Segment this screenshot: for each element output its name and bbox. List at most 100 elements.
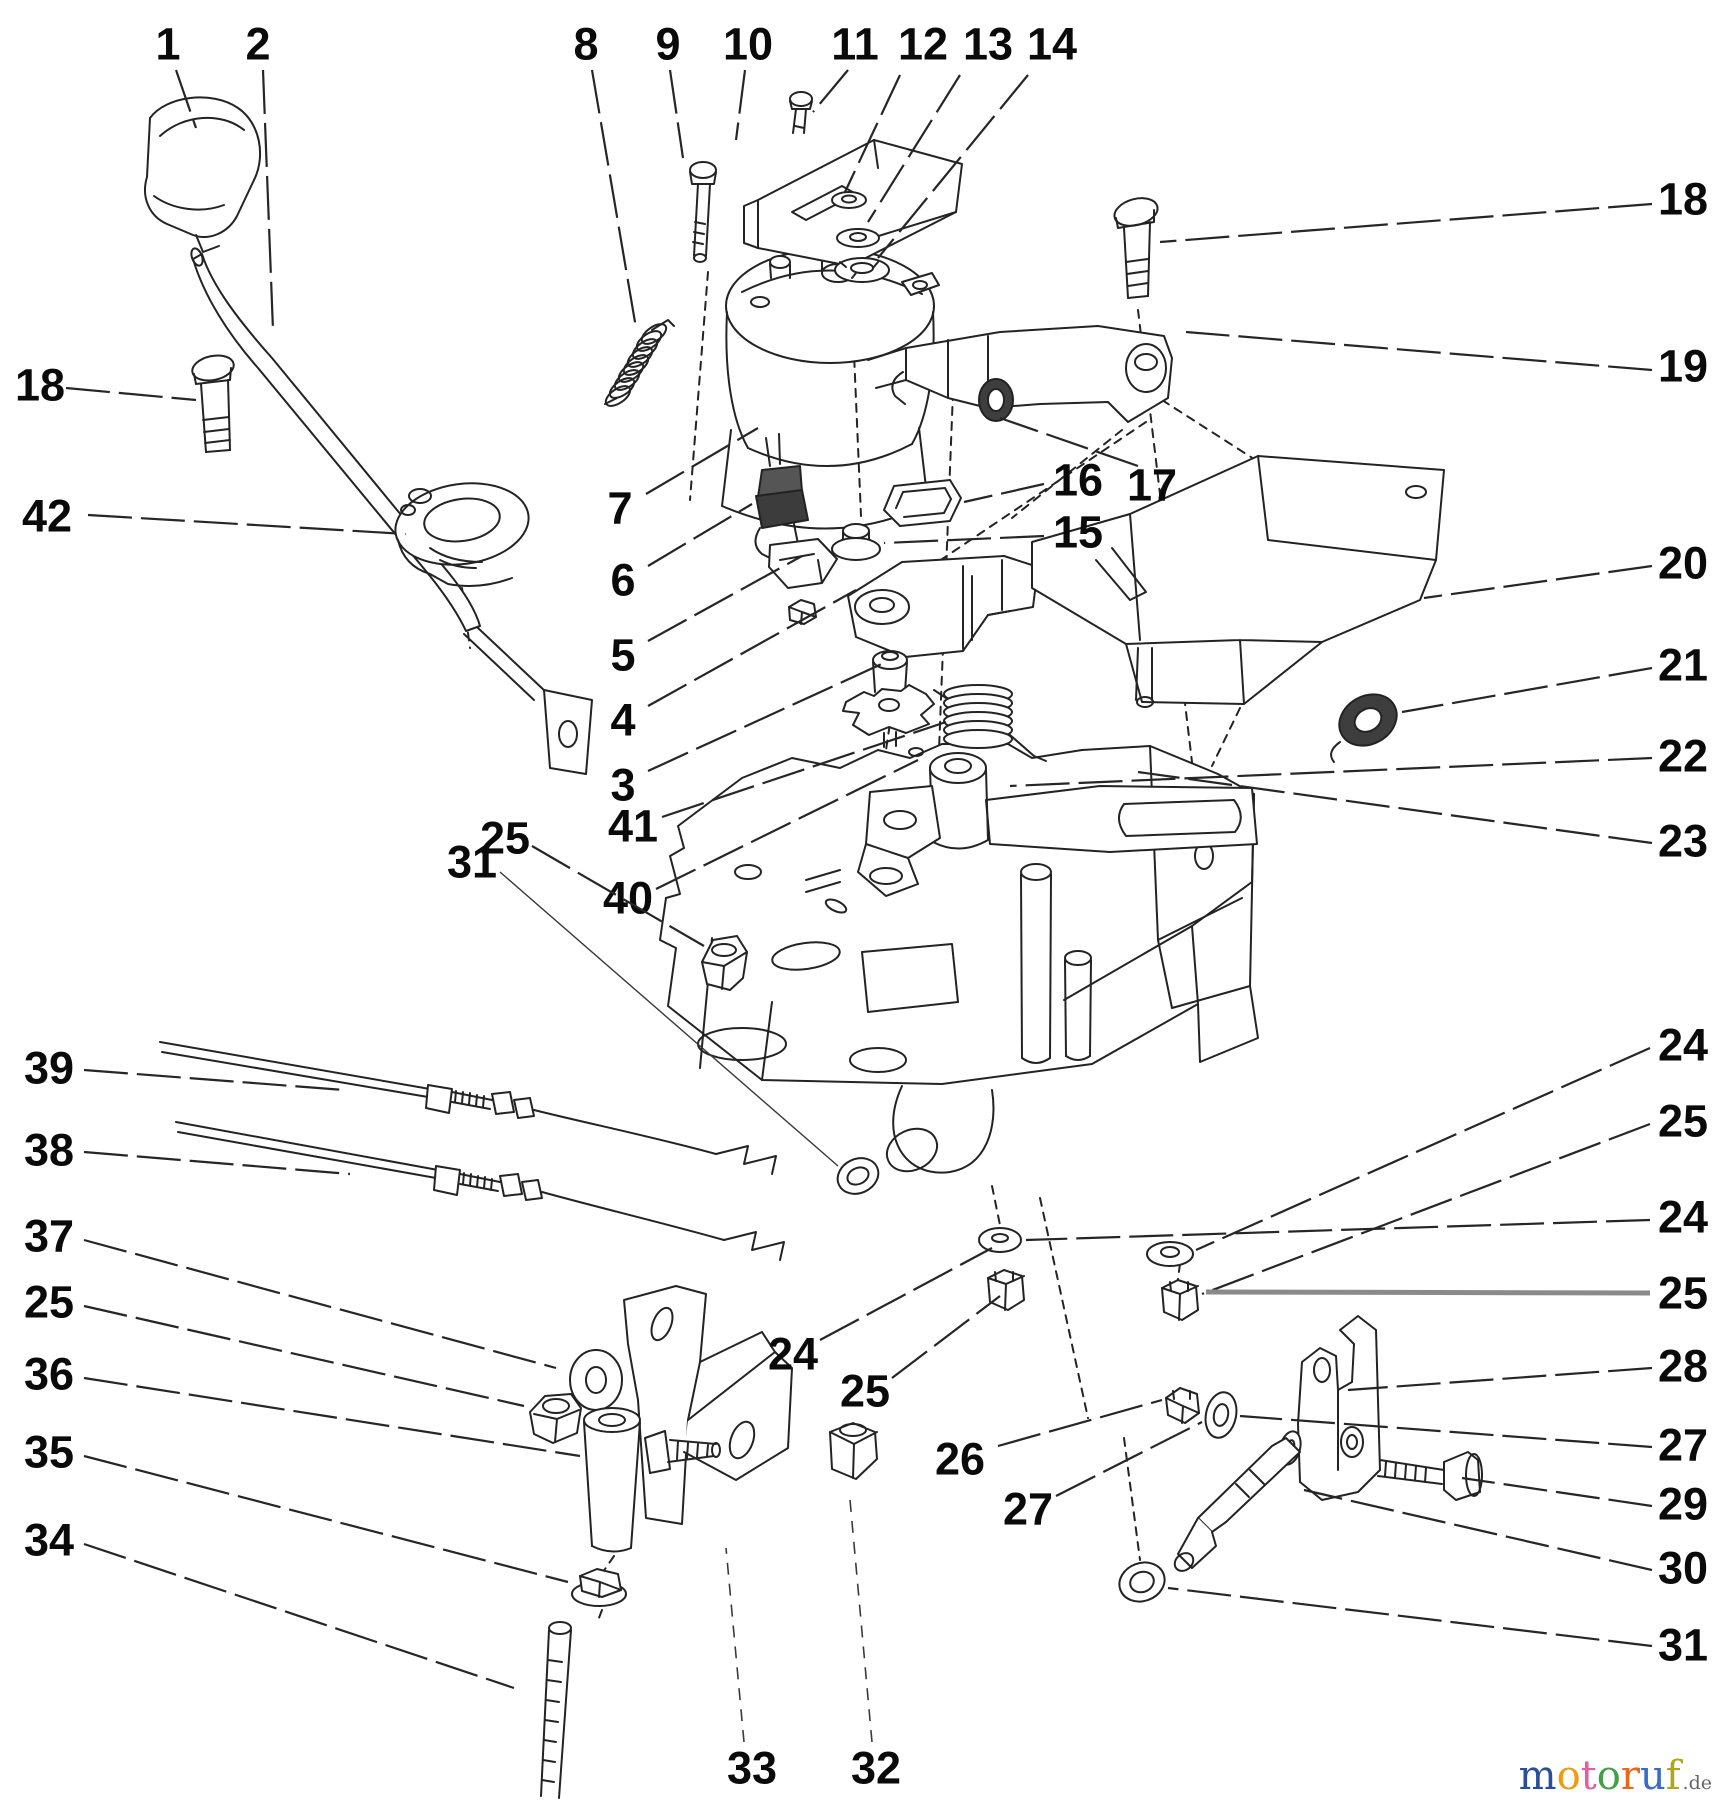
callout-8: 8	[573, 19, 598, 70]
leader-line-5	[647, 555, 803, 642]
callout-24: 24	[1658, 1020, 1708, 1071]
leader-line-33	[725, 1547, 745, 1743]
part-bolt-18-right	[1113, 197, 1159, 299]
motoruf-logo-suffix: .de	[1682, 1772, 1712, 1794]
callout-15: 15	[1053, 507, 1103, 558]
leader-line-40	[655, 759, 919, 890]
callout-4: 4	[610, 695, 635, 746]
callout-30: 30	[1658, 1543, 1708, 1594]
motoruf-logo[interactable]: motoruf.de	[1519, 1756, 1712, 1796]
leader-line-30	[1303, 1488, 1653, 1572]
callout-37: 37	[24, 1211, 74, 1262]
part-tension-spring-8	[604, 319, 675, 407]
part-shift-knob-1	[144, 96, 261, 253]
motoruf-logo-word: motoruf	[1519, 1753, 1681, 1799]
part-speed-selector-bracket-20	[1031, 455, 1445, 708]
part-guide-pins	[1020, 863, 1092, 1064]
callout-16: 16	[1053, 455, 1103, 506]
part-washer-37	[569, 1349, 623, 1411]
leader-line-3	[647, 660, 887, 773]
leader-line-34	[83, 1542, 515, 1690]
leader-line-31	[1167, 1586, 1653, 1648]
part-control-lever-rod-2	[190, 247, 593, 775]
callout-11: 11	[831, 19, 879, 70]
part-castle-nut-25-left	[987, 1269, 1025, 1311]
callout-13: 13	[963, 19, 1013, 70]
callout-35: 35	[24, 1427, 74, 1478]
logo-letter: f	[1665, 1753, 1681, 1799]
callout-39: 39	[24, 1043, 74, 1094]
part-cable-rod-34	[540, 1621, 572, 1799]
leader-line-37	[83, 1238, 557, 1370]
part-grommet-31-center	[836, 1157, 880, 1195]
callout-18: 18	[1658, 174, 1708, 225]
callout-6: 6	[610, 555, 635, 606]
part-bolt-18-left	[191, 354, 235, 453]
leader-line-42	[87, 513, 407, 536]
leader-line-41	[661, 720, 947, 819]
part-screw-9	[689, 161, 717, 263]
part-speed-control-cable-38	[175, 1121, 785, 1261]
callout-33: 33	[727, 1743, 777, 1794]
callout-29: 29	[1658, 1479, 1708, 1530]
callout-25: 25	[1658, 1096, 1708, 1147]
callout-34: 34	[24, 1515, 74, 1566]
part-idler-bracket-33	[623, 1285, 793, 1525]
callout-28: 28	[1658, 1341, 1708, 1392]
callout-42: 42	[22, 491, 72, 542]
leader-line-24	[819, 1247, 993, 1341]
callout-21: 21	[1658, 640, 1708, 691]
part-traction-cable-39	[159, 1041, 777, 1175]
leader-line-11	[812, 69, 849, 113]
leader-line-9	[668, 69, 685, 159]
callout-3: 3	[610, 760, 635, 811]
leader-line-10	[734, 69, 747, 141]
leader-line-1	[174, 69, 198, 129]
leader-line-27	[1055, 1421, 1203, 1497]
callout-5: 5	[610, 630, 635, 681]
logo-letter: m	[1518, 1753, 1557, 1799]
callout-18: 18	[15, 360, 65, 411]
leader-line-29	[1461, 1476, 1653, 1508]
leader-line-13	[867, 74, 961, 223]
part-bushing-21	[1330, 693, 1398, 763]
callout-2: 2	[245, 19, 270, 70]
leader-line-32	[849, 1499, 873, 1743]
callout-41: 41	[608, 801, 658, 852]
callout-31: 31	[447, 837, 497, 888]
part-pivot-lever-arm-4	[847, 555, 1039, 658]
leader-line-4	[647, 589, 857, 707]
leader-line-39	[83, 1068, 345, 1092]
leader-line-26	[997, 1398, 1163, 1448]
part-friction-hub-3	[842, 650, 935, 757]
callout-25: 25	[840, 1366, 890, 1417]
leader-line-25	[83, 1304, 525, 1408]
leader-line-15	[883, 534, 1045, 545]
part-pivot-post-22	[857, 752, 1258, 897]
callout-25: 25	[480, 813, 530, 864]
part-washer-27	[1204, 1391, 1238, 1439]
part-pawl-bracket-5	[768, 538, 838, 589]
callout-10: 10	[723, 19, 773, 70]
leader-line-23	[1137, 770, 1653, 845]
leader-line-31	[499, 871, 839, 1167]
part-flange-nut-32	[829, 1422, 878, 1480]
leader-line-19	[1185, 330, 1653, 372]
callout-24: 24	[768, 1329, 818, 1380]
leader-line-28	[1347, 1366, 1653, 1392]
leader-line-14	[877, 74, 1029, 259]
part-hex-nut-25-lower	[529, 1393, 582, 1444]
leader-line-25	[1205, 1289, 1651, 1296]
part-trunnion-bracket-28	[1297, 1315, 1381, 1501]
callout-26: 26	[935, 1434, 985, 1485]
part-bushing-17	[978, 378, 1014, 422]
part-spacer-36	[583, 1407, 641, 1553]
part-grommet-31-right	[1118, 1561, 1166, 1603]
callout-38: 38	[24, 1125, 74, 1176]
leader-line-18	[1159, 202, 1653, 244]
part-lock-nut-35	[571, 1568, 627, 1607]
part-carriage-bolt-33	[644, 1430, 721, 1474]
